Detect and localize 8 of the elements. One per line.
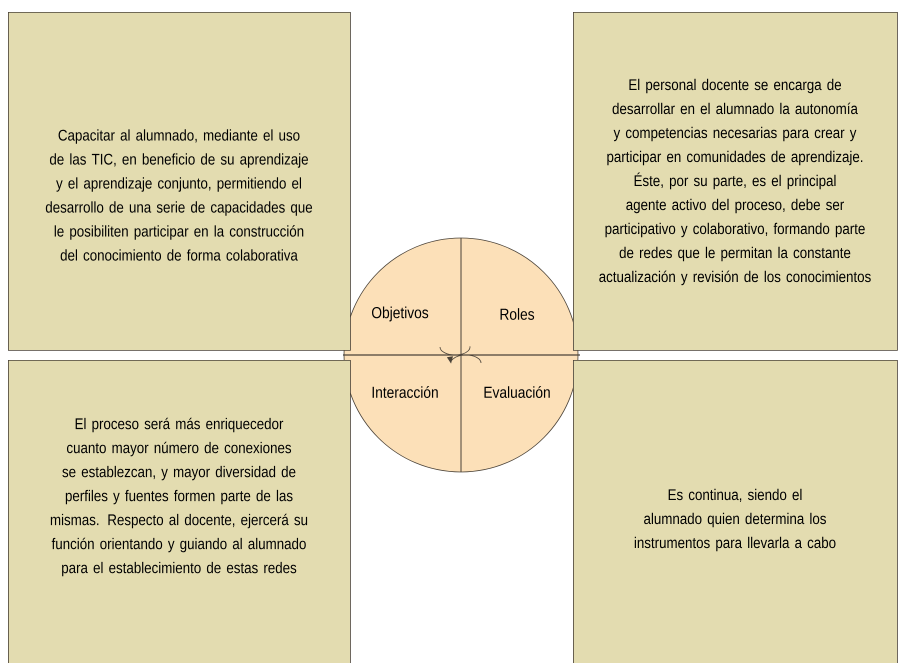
text-box: El personal docente se encarga de desarrollar en el alumnado la autonomía y competencias necesarias para crear y participar en comunidades de aprendizaje. Éste, por su parte, es el principal agente activo del proceso, debe ser participativo y colaborativo, formando parte de redes que le permitan la constante actualización y revisión de los conocimientos: [573, 12, 898, 351]
quadrant-label: Interacción: [372, 386, 438, 398]
quadrant-label: Evaluación: [484, 386, 550, 398]
quadrant-label: Objetivos: [372, 306, 428, 322]
text-box: Capacitar al alumnado, mediante el uso de las TIC, en beneficio de su aprendizaje y el aprendizaje conjunto, permitiendo el desarrollo de una serie de capacidades que le posibiliten participar en la construcción del conocimiento de forma colaborativa: [8, 12, 351, 351]
text-box: Es continua, siendo el alumnado quien determina los instrumentos para llevarla a cabo: [573, 360, 898, 663]
quadrant-label: Roles: [500, 308, 534, 320]
text-box: El proceso será más enriquecedor cuanto mayor número de conexiones se establezcan, y mayor diversidad de perfiles y fuentes formen parte de las mismas. Respecto al docente, ejercerá su función orientando y guiando al alumnado para el establecimiento de estas redes: [8, 360, 351, 663]
